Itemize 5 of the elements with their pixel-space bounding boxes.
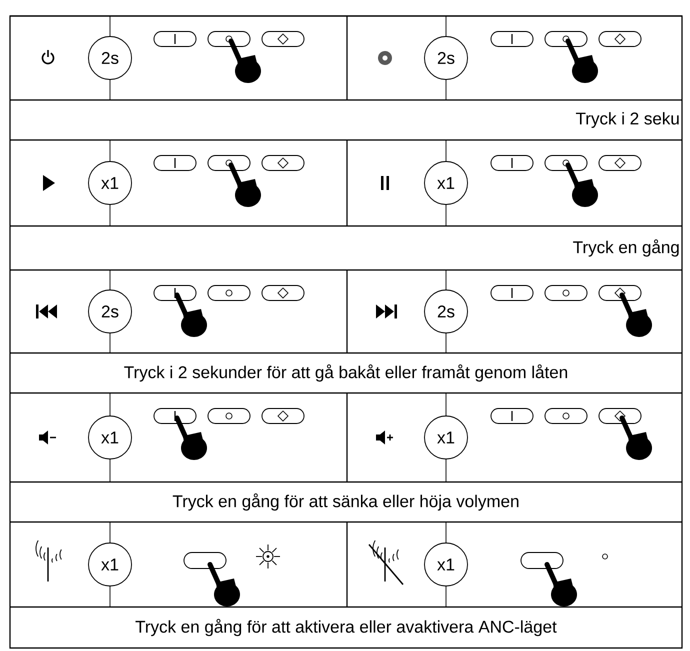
caption-text: Tryck en gång xyxy=(573,239,679,257)
caption-text: Tryck en gång för att sänka eller höja volymen xyxy=(172,493,518,511)
caption-text: Tryck en gång för att aktivera eller avaktivera ANC-läget xyxy=(136,618,557,636)
caption-text: Tryck i 2 seku xyxy=(576,112,679,128)
caption-text: Tryck i 2 sekunder för att gå bakåt eller framåt genom låten xyxy=(124,364,568,382)
